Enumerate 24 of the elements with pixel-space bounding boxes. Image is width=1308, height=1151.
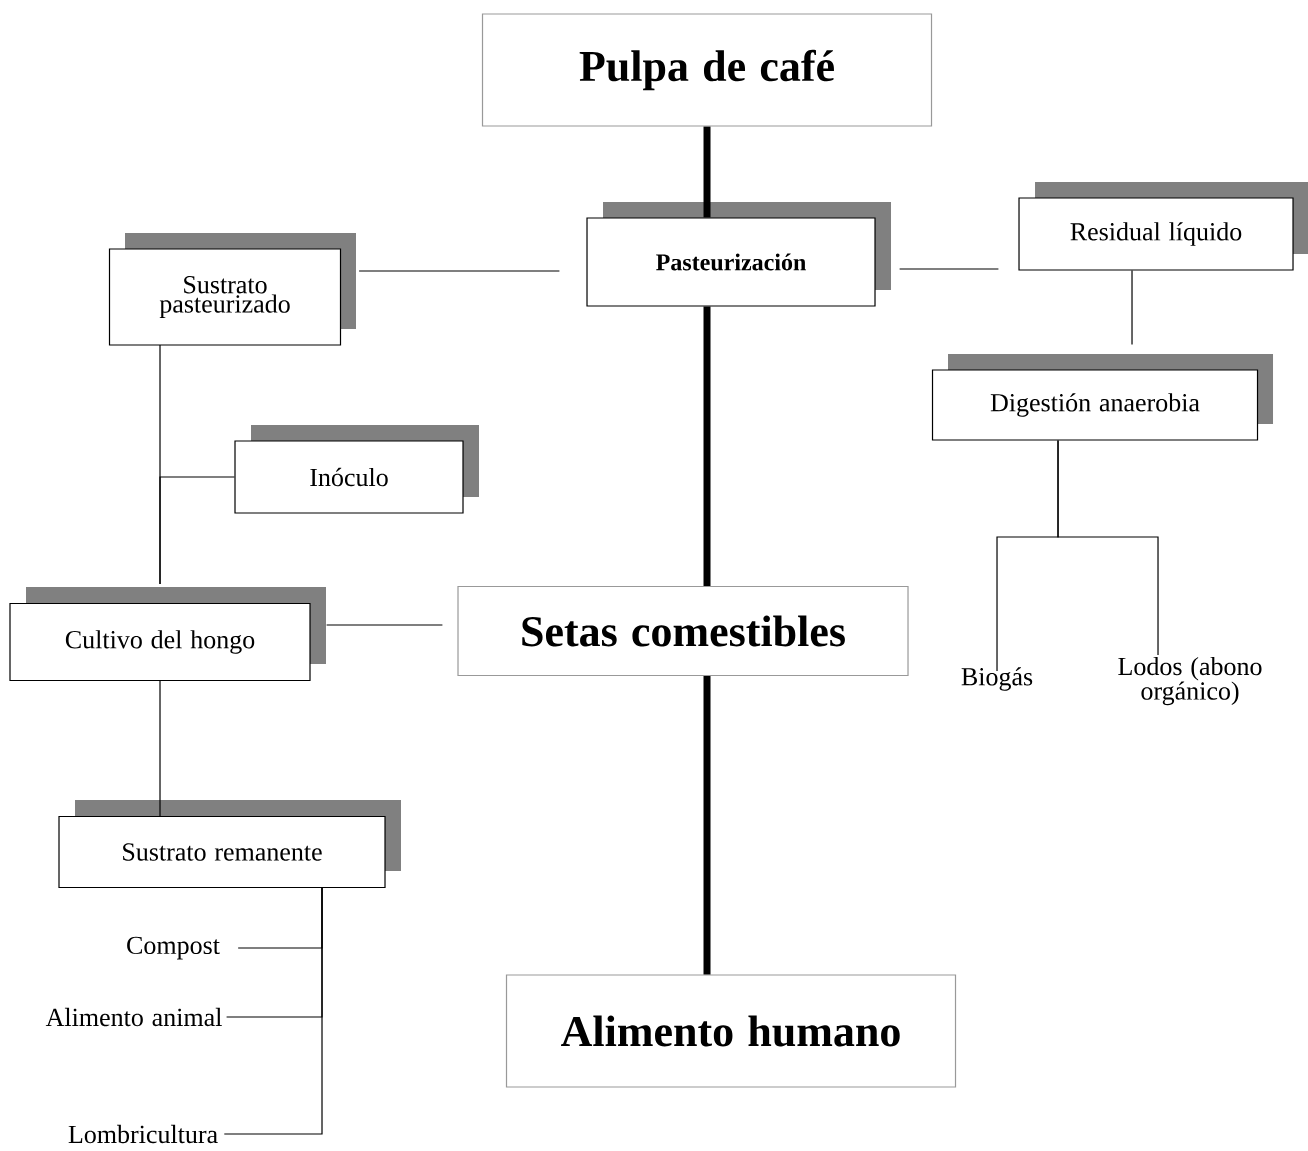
node-label: Compost [127, 936, 220, 960]
process-box: Sustrato pasteurizado [108, 233, 356, 346]
connector [159, 680, 161, 817]
node-label: Lodos (abono orgánico) [1118, 656, 1262, 706]
process-box: Sustrato remanente [58, 800, 401, 889]
node-label: Alimento animal [45, 1007, 222, 1027]
connector [1131, 270, 1133, 345]
connector [899, 268, 999, 270]
process-box: Inóculo [234, 425, 479, 514]
thick-connector [703, 126, 711, 218]
process-box: Pasteurización [586, 202, 891, 307]
process-box: Digestión anaerobia [931, 354, 1273, 441]
process-box: Cultivo del hongo [9, 587, 326, 682]
connector [223, 887, 323, 1135]
connector [159, 476, 235, 585]
process-box: Setas comestibles [457, 585, 909, 677]
connector [1057, 440, 1159, 656]
connector [358, 270, 560, 272]
connector [326, 624, 443, 626]
node-label: Biogás [961, 667, 1033, 691]
process-box: Pulpa de café [481, 13, 933, 127]
process-box: Alimento humano [505, 974, 957, 1088]
node-label: Lombricultura [68, 1124, 218, 1144]
process-box: Residual líquido [1018, 182, 1308, 271]
